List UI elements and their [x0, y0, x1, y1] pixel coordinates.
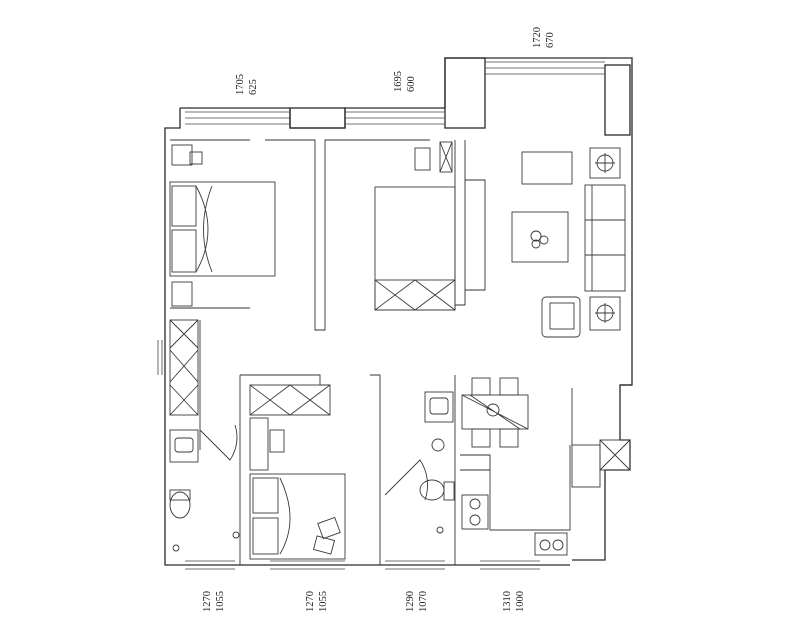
sink	[534, 532, 568, 556]
dim-height: 1070	[418, 591, 429, 612]
drain-icon	[431, 438, 445, 452]
master-bedroom	[169, 144, 276, 416]
dim-height: 600	[406, 76, 417, 92]
cabinet	[439, 141, 453, 173]
tv-cabinet	[521, 151, 573, 185]
desk	[249, 417, 269, 471]
bed	[169, 181, 276, 277]
door-swing	[384, 459, 429, 501]
dim-width: 1310	[502, 591, 513, 612]
dim-height: 1055	[215, 591, 226, 612]
dim-width: 1270	[305, 591, 316, 612]
bed	[374, 186, 456, 311]
chair	[471, 377, 491, 396]
dim-height: 625	[248, 79, 259, 95]
bathroom-one	[169, 424, 240, 552]
nightstand	[171, 281, 193, 307]
sofa	[584, 184, 626, 292]
interior-walls	[170, 139, 491, 565]
chair	[499, 428, 519, 448]
dim-width: 1720	[532, 27, 543, 48]
bottom-windows	[157, 340, 540, 570]
second-bedroom	[374, 141, 456, 311]
third-bedroom	[249, 384, 346, 560]
side-table	[589, 296, 621, 331]
bed-footboard	[374, 279, 456, 311]
armchair	[541, 296, 581, 338]
nightstand	[414, 147, 431, 171]
top-windows	[185, 61, 605, 125]
dim-width: 1270	[202, 591, 213, 612]
pillow	[171, 229, 197, 273]
kitchen-counter	[489, 445, 571, 531]
coffee-table	[511, 211, 569, 263]
washbasin	[424, 391, 454, 423]
nightstand	[171, 144, 193, 166]
lamp	[189, 151, 203, 165]
pillow	[171, 185, 197, 227]
bed	[249, 473, 346, 560]
toilet	[169, 491, 191, 519]
pillow	[252, 517, 279, 555]
chair	[269, 429, 285, 453]
bed-blanket	[195, 185, 213, 273]
dimension-labels: 1705 625 1695 600 1720 670 1270 1055 127…	[202, 27, 556, 612]
drain-icon	[436, 526, 444, 534]
dim-width: 1290	[405, 591, 416, 612]
dim-height: 1055	[318, 591, 329, 612]
burner-icon	[469, 498, 481, 510]
decor-icon	[530, 230, 542, 242]
cushion	[317, 516, 341, 540]
dim-width: 1695	[393, 71, 404, 92]
wardrobe	[249, 384, 331, 416]
dining-table	[461, 394, 529, 430]
drain-icon	[232, 531, 240, 539]
vase-icon	[486, 403, 500, 417]
washbasin	[169, 429, 199, 463]
dim-height: 670	[545, 32, 556, 48]
bathroom-two	[384, 391, 455, 534]
chair	[499, 377, 519, 396]
dim-width: 1705	[235, 74, 246, 95]
drain-icon	[172, 544, 180, 552]
stove	[461, 494, 489, 530]
dim-height: 1000	[515, 591, 526, 612]
pillow	[252, 477, 279, 514]
refrigerator	[571, 444, 601, 488]
wardrobe	[169, 319, 199, 416]
cabinet	[599, 439, 631, 471]
dining-area	[461, 377, 529, 448]
toilet	[419, 479, 445, 501]
living-room	[511, 147, 626, 338]
chair	[471, 428, 491, 448]
exterior-walls	[164, 57, 633, 566]
side-table	[589, 147, 621, 179]
door-swing	[199, 424, 238, 461]
kitchen	[461, 388, 631, 556]
burner-icon	[469, 514, 481, 526]
cushion	[312, 535, 336, 555]
